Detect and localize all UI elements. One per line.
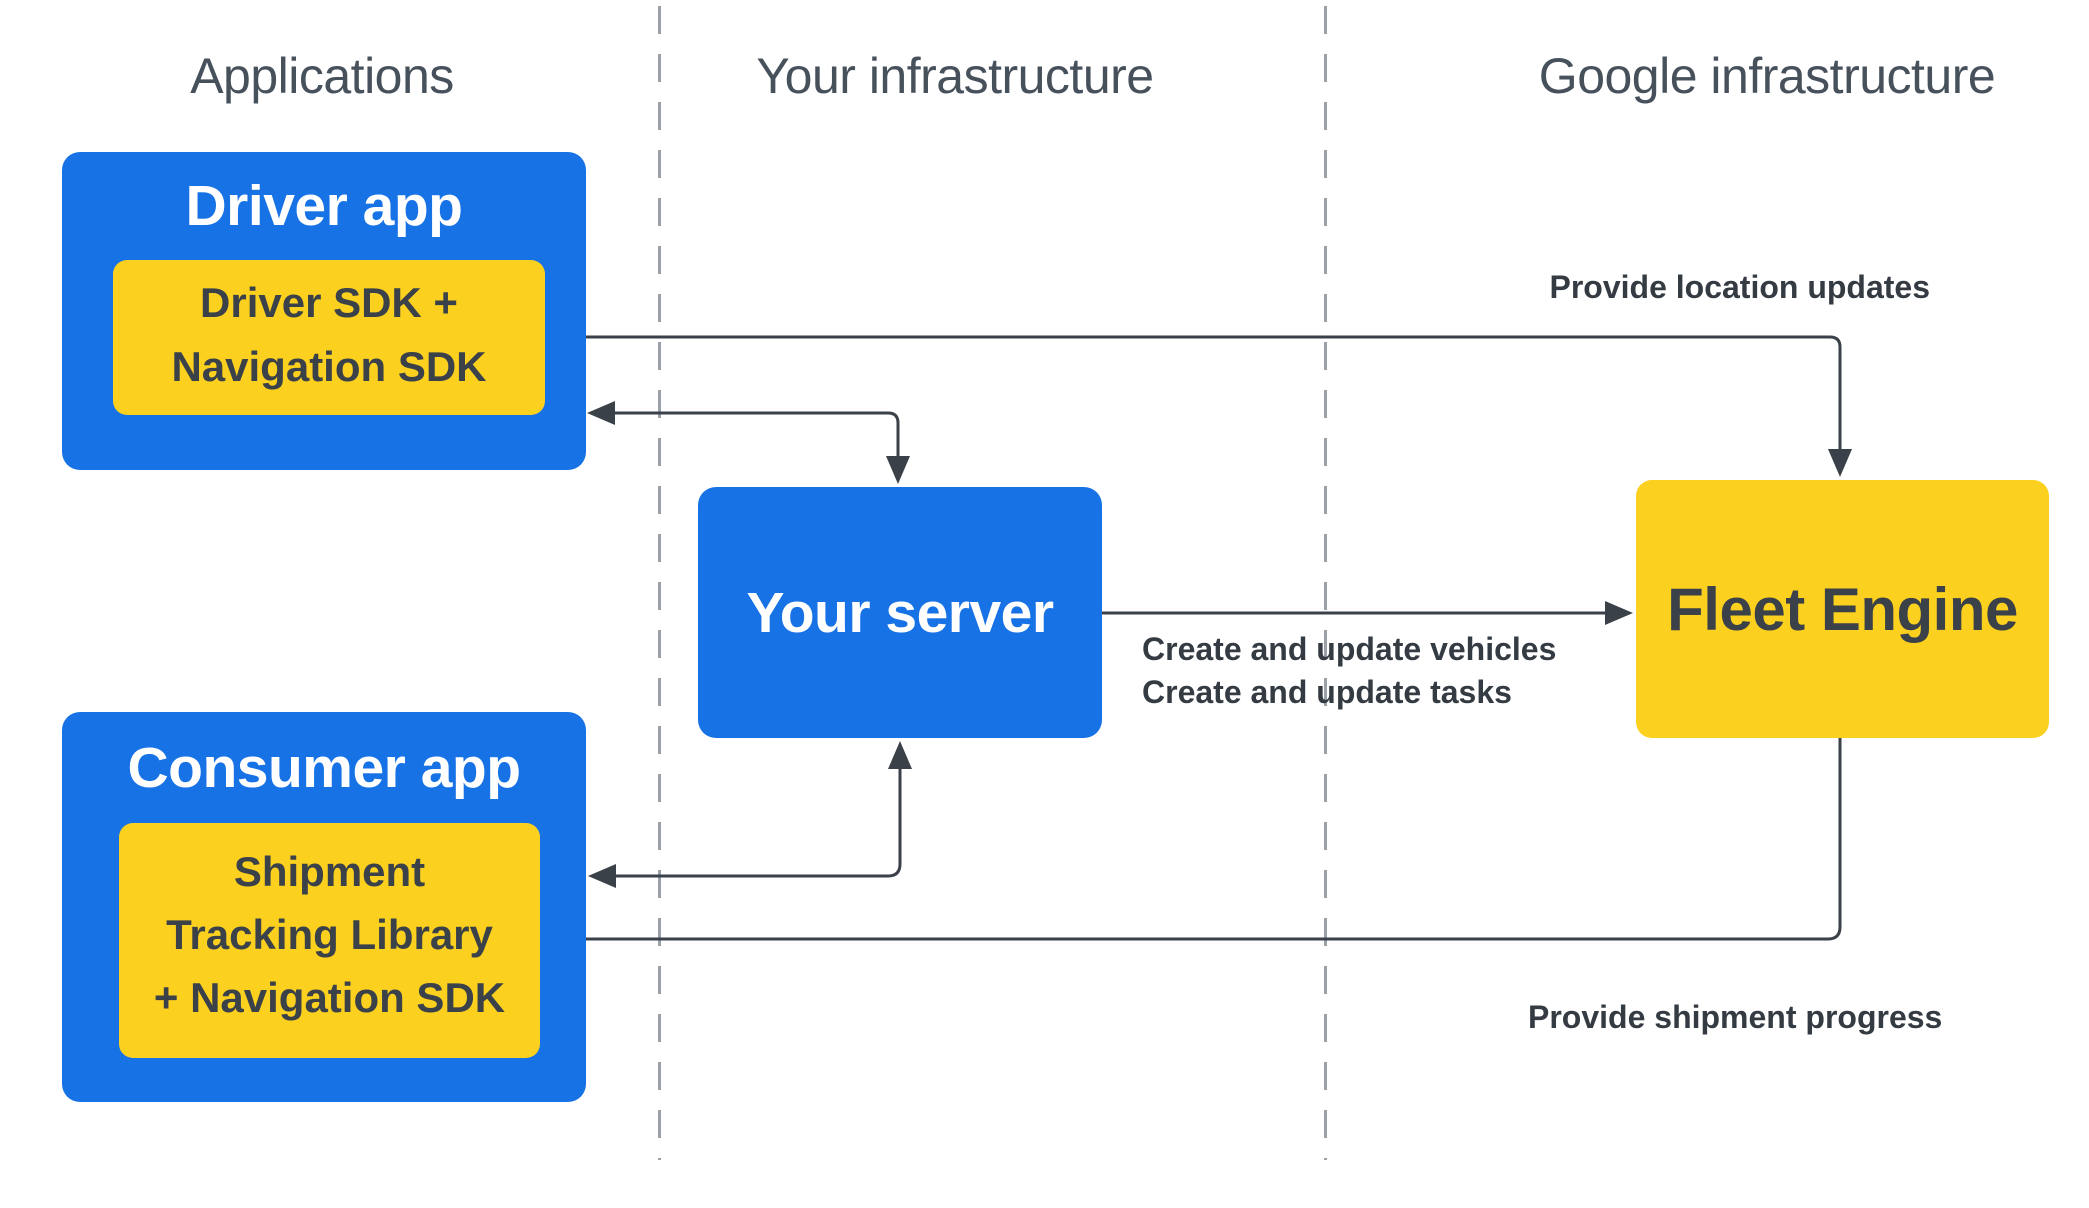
edge-label-shipment-progress: Provide shipment progress xyxy=(1528,999,1943,1035)
fleet-engine-box: Fleet Engine xyxy=(1636,480,2049,738)
driver-app-title: Driver app xyxy=(185,174,463,238)
arrowhead-into-fleet-engine-left xyxy=(1605,601,1633,625)
driver-app-box: Driver app Driver SDK + Navigation SDK xyxy=(62,152,586,470)
shipment-library-label-line2: Tracking Library xyxy=(166,911,493,958)
column-divider-left xyxy=(658,6,661,1160)
shipment-library-label-line1: Shipment xyxy=(233,848,426,895)
column-header-applications: Applications xyxy=(190,48,454,104)
arrowhead-into-your-server-top xyxy=(886,456,910,484)
shipment-tracking-library-box: Shipment Tracking Library + Navigation S… xyxy=(119,823,540,1058)
driver-sdk-box: Driver SDK + Navigation SDK xyxy=(113,260,545,415)
fleet-engine-title: Fleet Engine xyxy=(1667,575,2018,643)
edge-driver-app-your-server xyxy=(613,411,900,457)
arrowhead-into-your-server-bottom xyxy=(888,741,912,769)
column-header-google-infrastructure: Google infrastructure xyxy=(1538,48,1996,104)
driver-sdk-label-line1: Driver SDK + xyxy=(200,278,458,326)
edge-label-location-updates: Provide location updates xyxy=(1549,269,1930,305)
edge-driver-sdk-fleet-engine xyxy=(572,335,1842,460)
consumer-app-title: Consumer app xyxy=(127,735,521,800)
consumer-app-box: Consumer app Shipment Tracking Library +… xyxy=(62,712,586,1102)
arrowhead-into-fleet-engine-top xyxy=(1828,449,1852,477)
column-divider-right xyxy=(1324,6,1327,1160)
driver-sdk-label-line2: Navigation SDK xyxy=(171,342,487,390)
edge-label-create-update-tasks: Create and update tasks xyxy=(1142,674,1512,710)
edge-label-create-update: Create and update vehicles Create and up… xyxy=(1142,628,1556,714)
edge-consumer-app-your-server xyxy=(614,767,902,878)
your-server-title: Your server xyxy=(746,580,1054,645)
column-header-your-infrastructure: Your infrastructure xyxy=(756,48,1154,104)
arrowhead-into-consumer-app xyxy=(588,864,616,888)
arrowhead-into-driver-app xyxy=(587,401,615,425)
edge-fleet-engine-consumer-lib xyxy=(572,738,1842,941)
your-server-box: Your server xyxy=(698,487,1102,738)
shipment-library-label-line3: + Navigation SDK xyxy=(153,974,506,1021)
edge-label-create-update-vehicles: Create and update vehicles xyxy=(1142,631,1557,667)
